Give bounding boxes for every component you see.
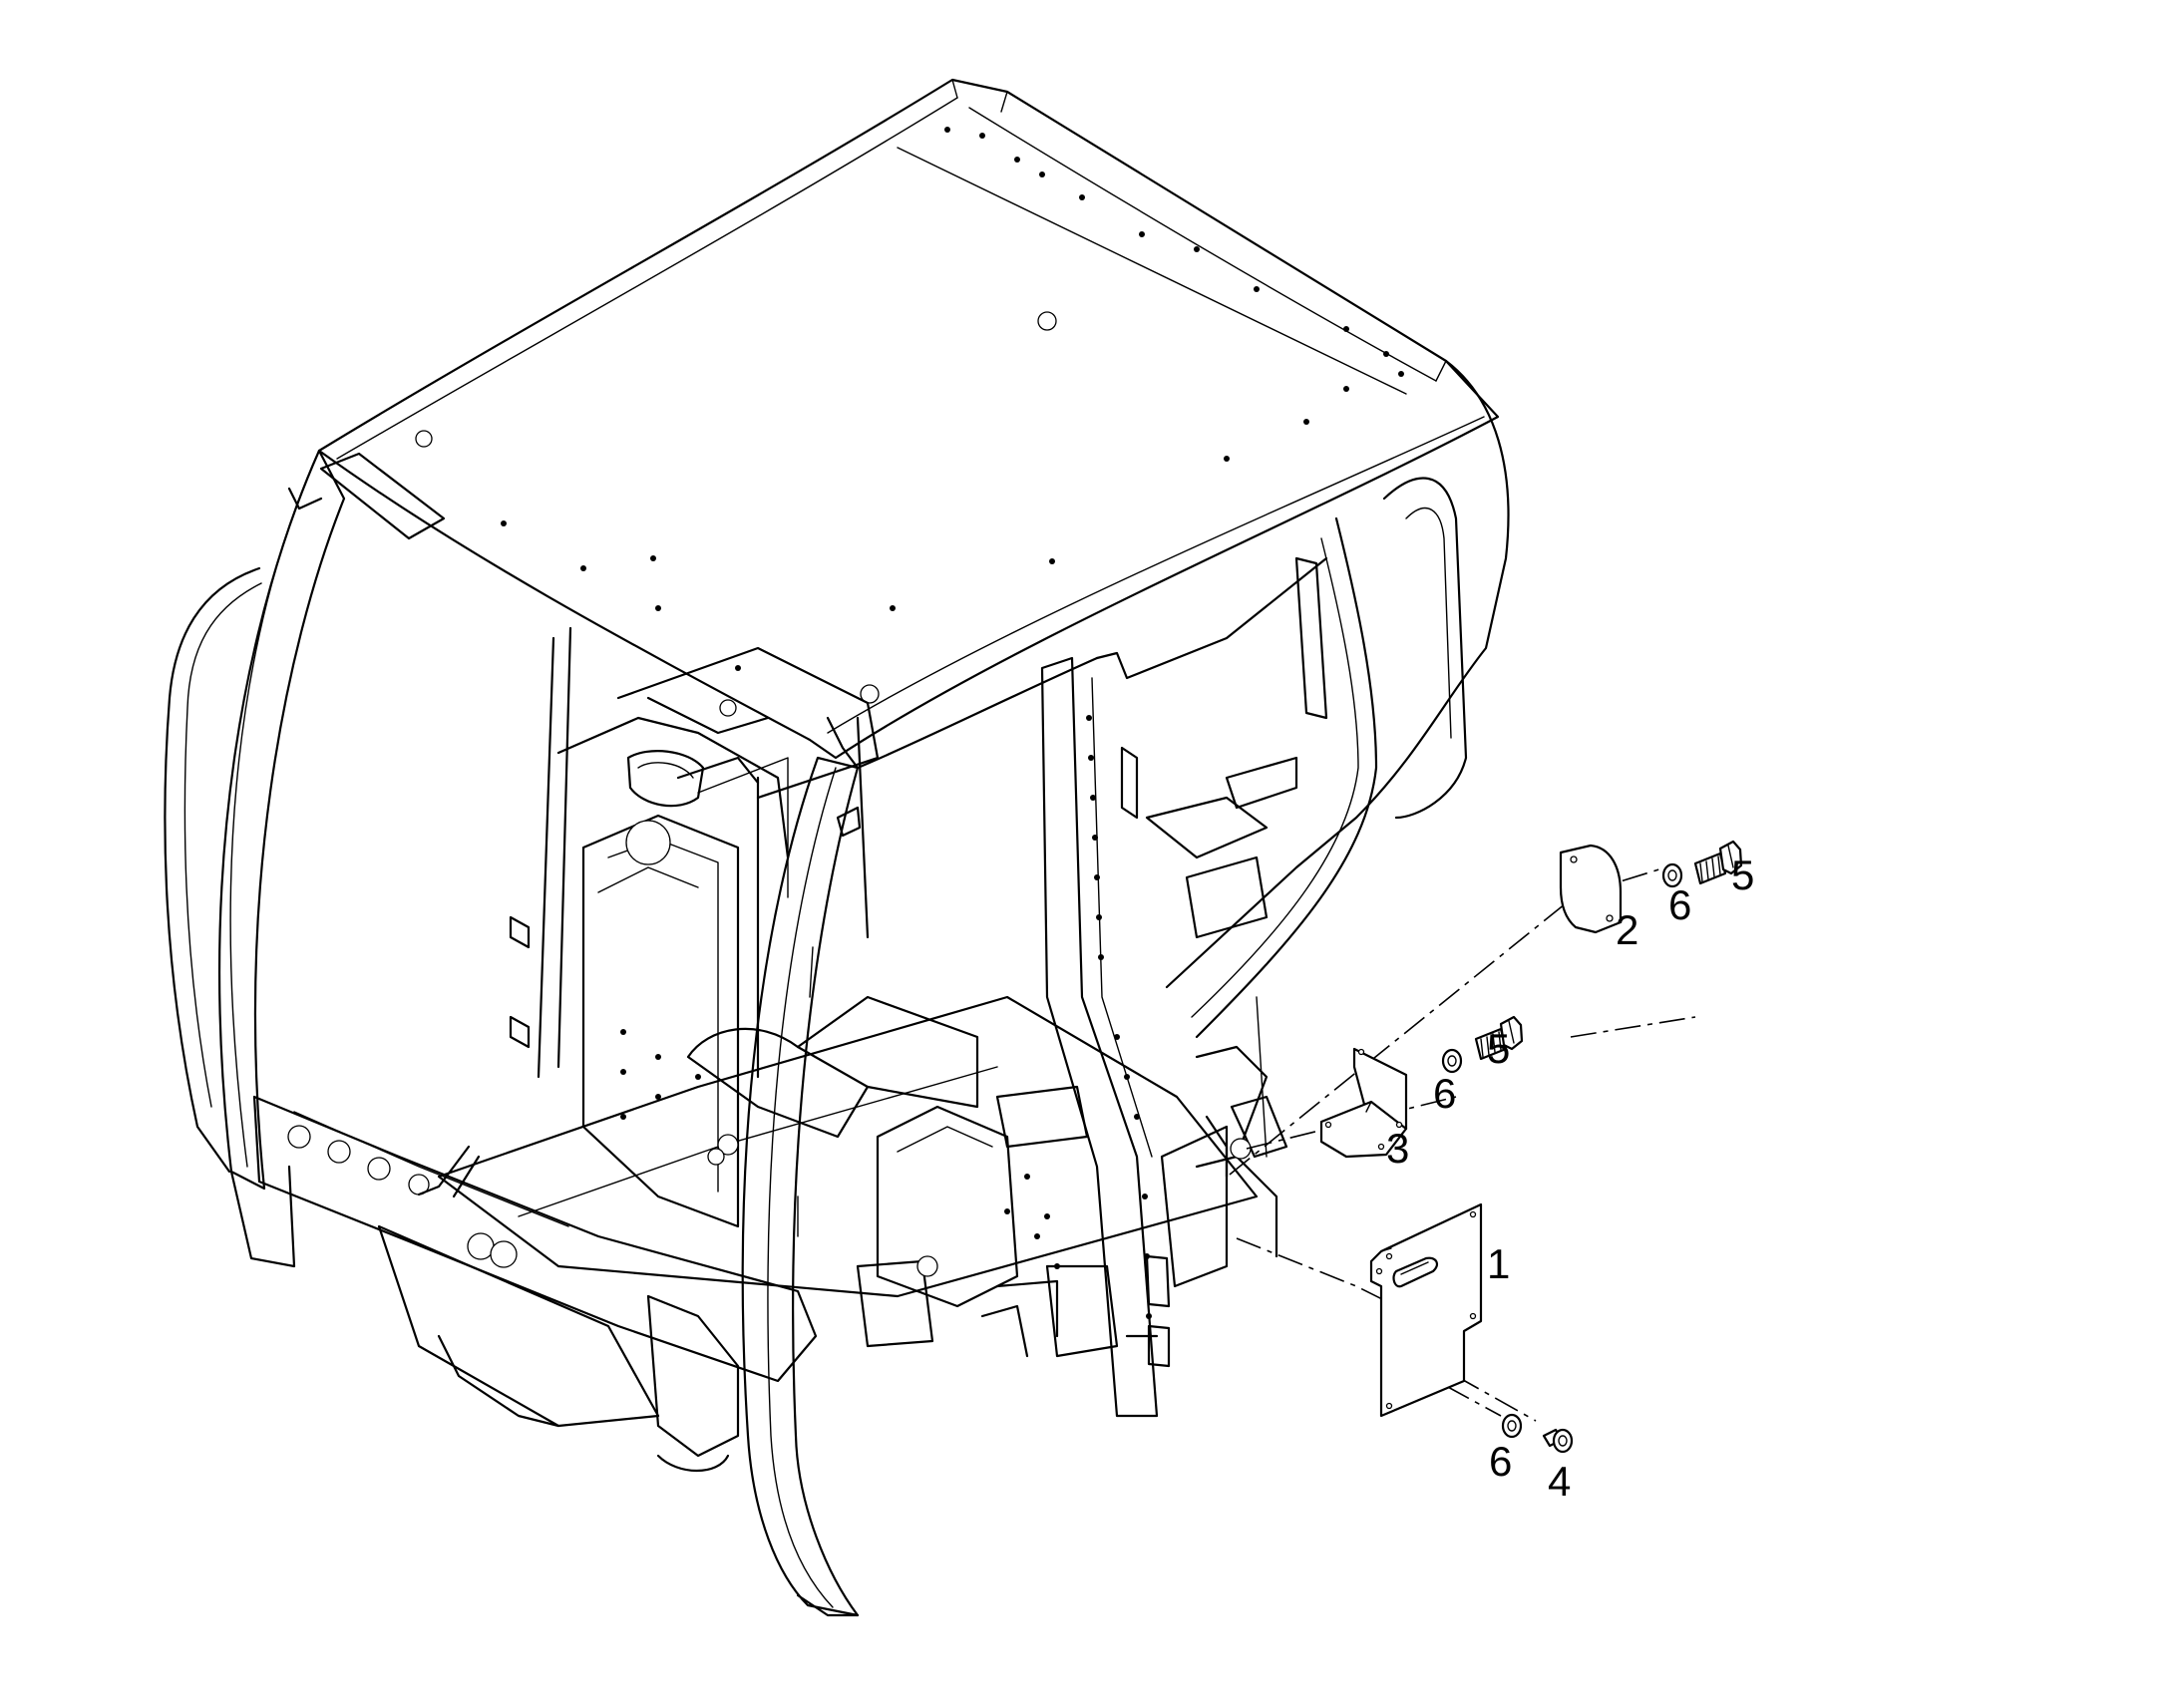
cab-front-right-pillar (1040, 656, 1171, 1418)
part-1-access-cover (1369, 1202, 1483, 1418)
operator-cab-frame (164, 78, 1510, 1617)
part-2-cover-plate (1559, 844, 1623, 934)
callout-1: 1 (1487, 1240, 1510, 1287)
callout-6-bottom: 6 (1489, 1438, 1512, 1485)
part-3-angle-bracket (1319, 1047, 1408, 1159)
cab-left-side (164, 449, 818, 1383)
callout-2: 2 (1616, 906, 1638, 953)
callout-5-middle: 5 (1487, 1025, 1510, 1072)
part-5-bolt-middle (1474, 1015, 1524, 1061)
part-5-bolt-top (1693, 840, 1743, 885)
cab-right-side (1095, 359, 1510, 1258)
cab-front-left-pillar (741, 656, 1099, 1617)
cab-roof (317, 78, 1500, 760)
callout-4: 4 (1548, 1458, 1571, 1505)
callout-5-top: 5 (1731, 852, 1754, 898)
callout-3: 3 (1386, 1125, 1409, 1172)
part-6-washer-middle (1441, 1048, 1463, 1074)
callout-6-middle: 6 (1433, 1070, 1456, 1117)
part-4-screw (1542, 1428, 1574, 1454)
cab-floor (377, 995, 1259, 1473)
part-6-washer-top (1661, 862, 1683, 888)
part-6-washer-bottom (1501, 1413, 1523, 1439)
callout-6-top: 6 (1668, 881, 1691, 928)
cab-right-lower-panel (856, 1085, 1229, 1358)
callout-labels: 1 2 3 4 5 5 6 6 6 (1386, 852, 1754, 1505)
cab-rear-wall (509, 626, 880, 1228)
